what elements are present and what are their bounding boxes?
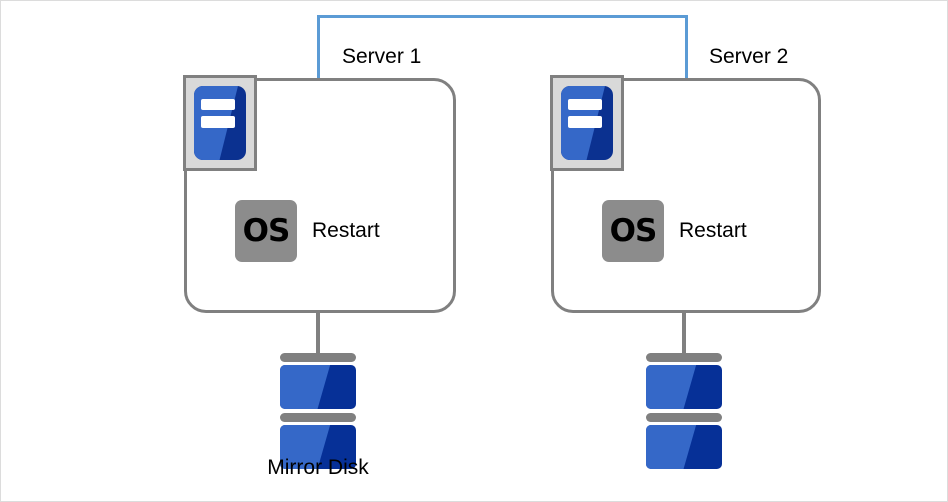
server-1-disk-bar-top <box>280 353 356 362</box>
mirror-disk-label: Mirror Disk <box>267 456 369 479</box>
server-2-disk-bar-middle <box>646 413 722 422</box>
server-1-os-icon: OS <box>235 200 297 262</box>
server-2-disk-icon <box>646 353 722 473</box>
heartbeat-line-left-vertical <box>317 15 320 79</box>
server-2-disk-platter-2 <box>646 425 722 469</box>
server-2-machine-icon-slot-2 <box>568 116 602 129</box>
server-1-disk-platter-2 <box>280 425 356 469</box>
server-1-machine-icon-slot-1 <box>201 98 235 111</box>
server-1-disk-connector <box>316 313 320 357</box>
server-1-disk-platter-1 <box>280 365 356 409</box>
server-2-os-status-label: Restart <box>679 219 747 242</box>
server-2-os-status: OS Restart <box>602 200 747 262</box>
heartbeat-line-horizontal <box>317 15 688 18</box>
server-1-machine-icon <box>183 75 257 171</box>
server-1-os-status: OS Restart <box>235 200 380 262</box>
server-2-disk-connector <box>682 313 686 357</box>
server-1-label: Server 1 <box>342 45 422 68</box>
heartbeat-line-right-vertical <box>685 15 688 79</box>
server-2-machine-icon-slot-1 <box>568 98 602 111</box>
server-2-machine-icon <box>550 75 624 171</box>
server-2-os-icon: OS <box>602 200 664 262</box>
server-1-machine-icon-slot-2 <box>201 116 235 129</box>
server-2-label: Server 2 <box>709 45 789 68</box>
server-1-os-status-label: Restart <box>312 219 380 242</box>
server-1-disk-icon <box>280 353 356 473</box>
server-1-machine-icon-body <box>194 86 246 160</box>
server-2-disk-bar-top <box>646 353 722 362</box>
server-2-disk-platter-2-highlight <box>646 425 697 469</box>
server-2-box[interactable] <box>551 78 821 313</box>
server-2-disk-platter-1-highlight <box>646 365 697 409</box>
server-1-disk-bar-middle <box>280 413 356 422</box>
server-1-disk-platter-1-highlight <box>280 365 331 409</box>
server-2-machine-icon-body <box>561 86 613 160</box>
server-2-disk-platter-1 <box>646 365 722 409</box>
